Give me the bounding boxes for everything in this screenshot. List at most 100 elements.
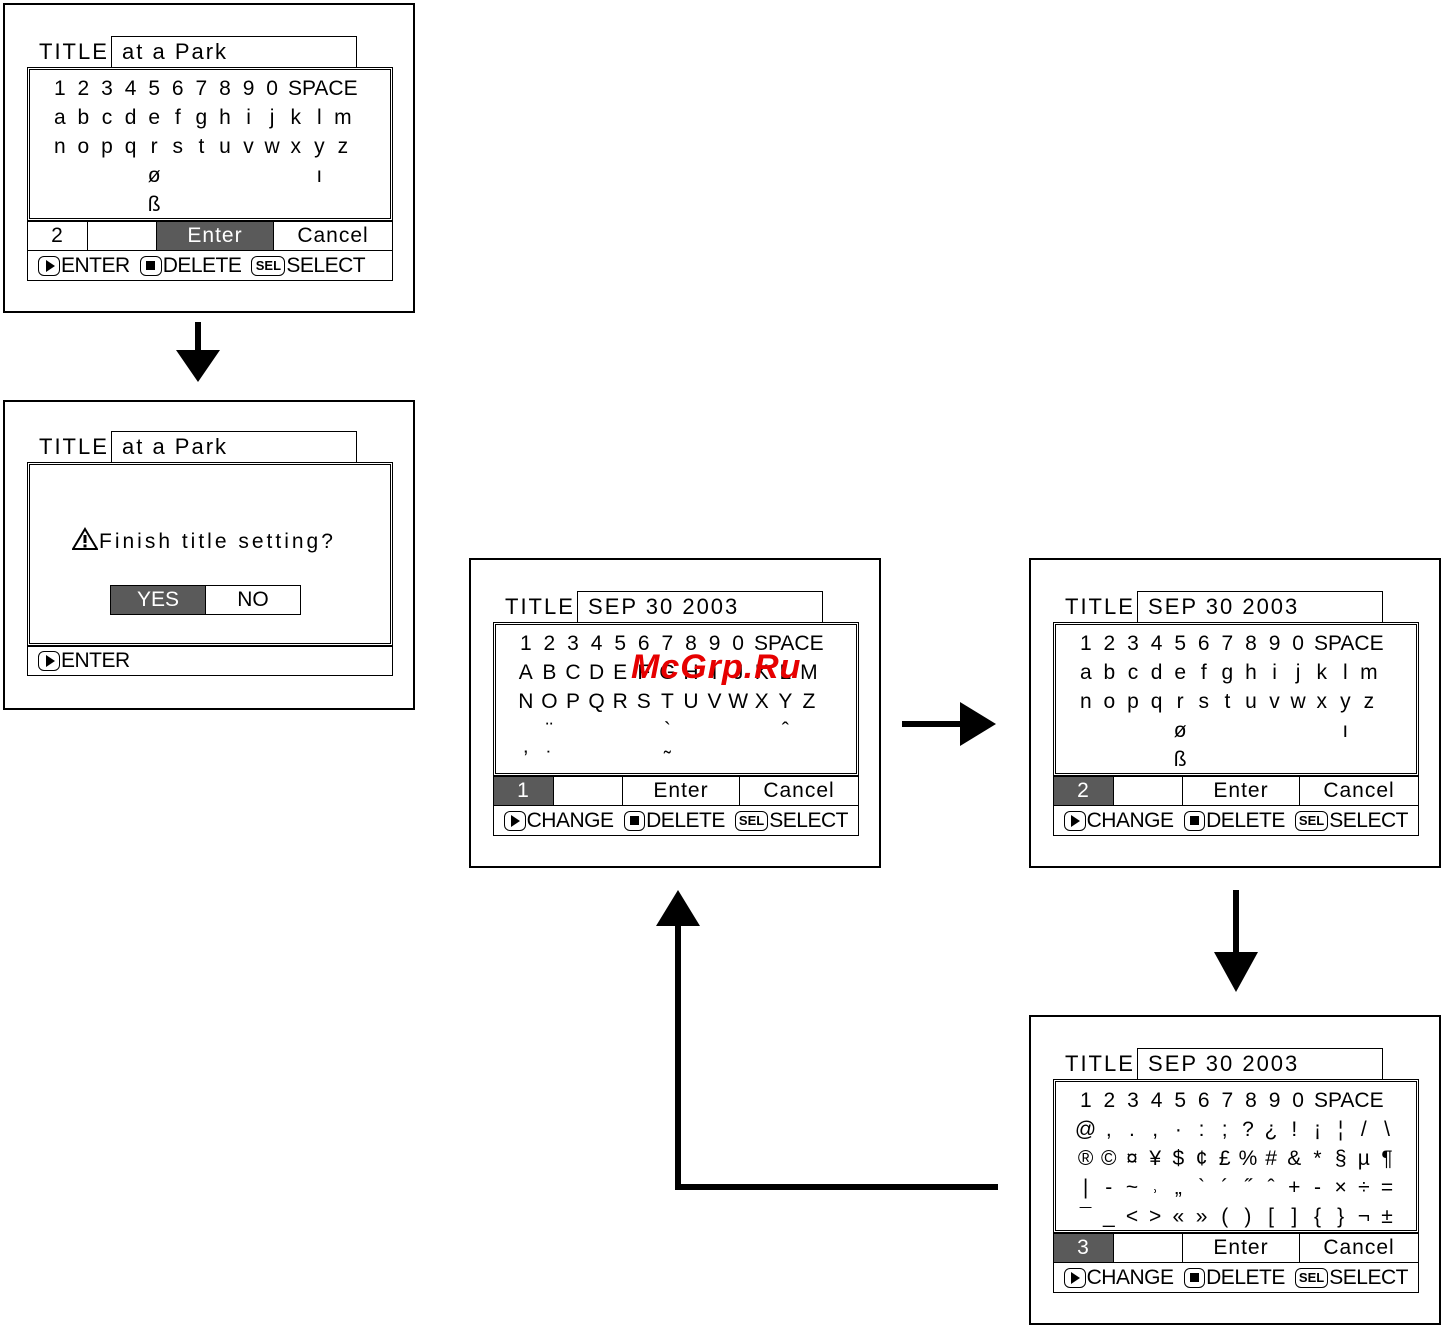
char-key[interactable]: „ — [1174, 1175, 1182, 1199]
char-key[interactable]: M — [800, 660, 818, 684]
char-key[interactable]: 6 — [171, 76, 184, 100]
char-key[interactable]: ß — [1173, 747, 1187, 771]
char-key[interactable]: x — [1316, 689, 1327, 713]
char-key[interactable]: - — [1313, 1175, 1321, 1199]
char-key[interactable]: Y — [778, 689, 793, 713]
char-key[interactable]: 0 — [1292, 631, 1304, 655]
char-key[interactable]: u — [219, 134, 231, 158]
char-key[interactable]: 4 — [124, 76, 137, 100]
char-key[interactable]: ʼ — [523, 747, 529, 771]
char-key[interactable]: ¦ — [1337, 1117, 1344, 1141]
char-key[interactable]: C — [565, 660, 581, 684]
char-key[interactable]: j — [269, 105, 275, 129]
char-key[interactable]: ˜ — [663, 747, 671, 771]
char-key[interactable]: d — [124, 105, 137, 129]
char-key[interactable]: v — [1269, 689, 1280, 713]
char-key[interactable]: 5 — [1174, 631, 1187, 655]
char-key[interactable]: ø — [147, 163, 161, 187]
char-key[interactable]: 7 — [1221, 1088, 1234, 1112]
char-key[interactable]: , — [1105, 1117, 1112, 1141]
space-key[interactable]: SPACE — [1313, 631, 1384, 655]
char-key[interactable]: 4 — [1150, 1088, 1163, 1112]
char-key[interactable]: 8 — [1245, 631, 1257, 655]
char-key[interactable]: $ — [1172, 1146, 1185, 1170]
char-key[interactable]: - — [1105, 1175, 1113, 1199]
char-key[interactable]: = — [1380, 1175, 1394, 1199]
char-key[interactable]: µ — [1357, 1146, 1370, 1170]
char-key[interactable]: · — [1174, 1117, 1182, 1141]
char-key[interactable]: ¿ — [1264, 1117, 1278, 1141]
char-key[interactable]: ø — [1173, 718, 1187, 742]
char-key[interactable]: 7 — [1221, 631, 1234, 655]
enter-button[interactable]: Enter — [1183, 1234, 1300, 1262]
char-key[interactable]: k — [290, 105, 301, 129]
char-key[interactable]: ˆ — [781, 718, 789, 742]
char-key[interactable]: ) — [1244, 1204, 1252, 1228]
char-key[interactable]: 1 — [1079, 1088, 1092, 1112]
char-key[interactable]: r — [150, 134, 158, 158]
char-key[interactable]: I — [711, 660, 718, 684]
char-key[interactable]: } — [1337, 1204, 1345, 1228]
char-key[interactable]: 2 — [1103, 631, 1116, 655]
enter-button[interactable]: Enter — [1183, 777, 1300, 805]
char-key[interactable]: > — [1149, 1204, 1162, 1228]
char-key[interactable]: 5 — [614, 631, 627, 655]
char-key[interactable]: B — [542, 660, 557, 684]
char-key[interactable]: 2 — [1103, 1088, 1116, 1112]
char-key[interactable]: ı — [1342, 718, 1349, 742]
char-key[interactable]: P — [565, 689, 580, 713]
cancel-button[interactable]: Cancel — [297, 224, 369, 247]
char-key[interactable]: 8 — [1245, 1088, 1257, 1112]
char-key[interactable]: & — [1287, 1146, 1302, 1170]
char-key[interactable]: g — [195, 105, 208, 129]
char-key[interactable]: 1 — [519, 631, 532, 655]
char-key[interactable]: s — [1198, 689, 1210, 713]
char-key[interactable]: 7 — [661, 631, 674, 655]
char-key[interactable]: 5 — [148, 76, 161, 100]
char-key[interactable]: l — [316, 105, 322, 129]
char-key[interactable]: D — [588, 660, 605, 684]
char-key[interactable]: / — [1360, 1117, 1367, 1141]
char-key[interactable]: 0 — [732, 631, 744, 655]
char-key[interactable]: ¬ — [1357, 1204, 1370, 1228]
title-field[interactable]: at a Park — [111, 431, 357, 463]
char-key[interactable]: s — [172, 134, 184, 158]
char-key[interactable]: K — [754, 660, 769, 684]
char-key[interactable]: r — [1176, 689, 1184, 713]
char-key[interactable]: b — [1103, 660, 1116, 684]
char-key[interactable]: d — [1150, 660, 1163, 684]
char-key[interactable]: 0 — [266, 76, 278, 100]
char-key[interactable]: ¡ — [1313, 1117, 1321, 1141]
char-key[interactable]: _ — [1102, 1204, 1115, 1228]
char-key[interactable]: ] — [1291, 1204, 1298, 1228]
char-key[interactable]: z — [1363, 689, 1375, 713]
char-key[interactable]: @ — [1074, 1117, 1097, 1141]
char-key[interactable]: ˙ — [545, 747, 553, 771]
char-key[interactable]: 8 — [219, 76, 231, 100]
char-key[interactable]: x — [290, 134, 301, 158]
char-key[interactable]: c — [1127, 660, 1139, 684]
char-key[interactable]: e — [148, 105, 161, 129]
char-key[interactable]: 1 — [53, 76, 66, 100]
char-key[interactable]: . — [1129, 1117, 1135, 1141]
char-key[interactable]: A — [518, 660, 533, 684]
char-key[interactable]: 4 — [590, 631, 603, 655]
char-key[interactable]: ~ — [1125, 1175, 1139, 1199]
char-key[interactable]: 3 — [101, 76, 113, 100]
char-key[interactable]: \ — [1384, 1117, 1390, 1141]
title-field[interactable]: SEP 30 2003 — [577, 591, 823, 625]
char-key[interactable]: h — [219, 105, 231, 129]
char-key[interactable]: i — [246, 105, 251, 129]
char-key[interactable]: c — [101, 105, 113, 129]
char-key[interactable]: ( — [1221, 1204, 1229, 1228]
char-key[interactable]: n — [1079, 689, 1092, 713]
char-key[interactable]: 8 — [685, 631, 697, 655]
char-key[interactable]: E — [613, 660, 628, 684]
char-key[interactable]: t — [198, 134, 205, 158]
char-key[interactable]: » — [1195, 1204, 1208, 1228]
char-key[interactable]: m — [334, 105, 352, 129]
char-key[interactable]: © — [1101, 1146, 1117, 1170]
char-key[interactable]: 3 — [1127, 631, 1139, 655]
